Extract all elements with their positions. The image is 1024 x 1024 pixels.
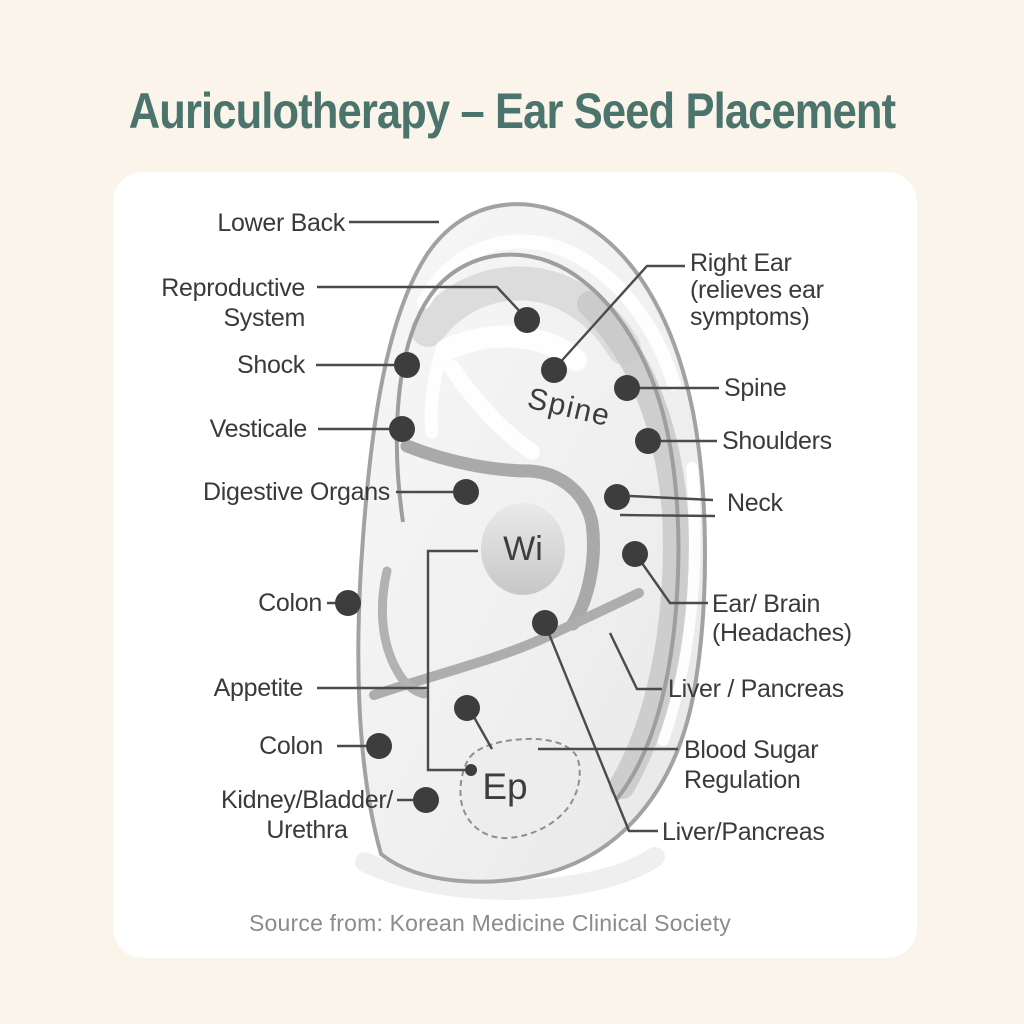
antihelix-curve: [400, 439, 600, 631]
label-appetite: Appetite: [213, 673, 304, 703]
label-line: Digestive Organs: [203, 478, 390, 506]
seed-point-colon-upper: [335, 590, 361, 616]
seed-point-lower-concha: [454, 695, 480, 721]
label-line: Spine: [724, 374, 787, 402]
leader-neck-2: [619, 513, 716, 518]
seed-point-kidney-bladder: [413, 787, 439, 813]
label-line: Blood Sugar: [684, 736, 819, 764]
label-liver-pancreas-upper: Liver / Pancreas: [668, 674, 844, 704]
label-spine: Spine: [724, 373, 787, 403]
label-colon-lower: Colon: [259, 731, 323, 761]
label-line: Urethra: [266, 816, 348, 844]
seed-points: [335, 307, 661, 813]
label-shock: Shock: [237, 350, 305, 380]
seed-point-colon-lower: [366, 733, 392, 759]
seed-point-lobe-edge: [465, 764, 477, 776]
leader-reproductive-system: [317, 285, 526, 318]
wi-zone: [481, 503, 565, 595]
label-line: Liver / Pancreas: [668, 675, 844, 703]
label-line: Neck: [727, 489, 783, 517]
label-lower-back: Lower Back: [217, 208, 345, 238]
label-line: Ear/ Brain: [712, 590, 821, 618]
label-reproductive-system: Reproductive System: [161, 273, 305, 333]
seed-point-shock: [394, 352, 420, 378]
label-digestive-organs: Digestive Organs: [203, 477, 390, 507]
label-line: symptoms): [690, 303, 810, 331]
helix-inner-ridge: [394, 252, 681, 802]
label-line: Colon: [259, 732, 323, 760]
scapha-shading: [577, 291, 689, 799]
leader-wi-ep-bracket: [426, 549, 478, 772]
seed-point-ear-brain: [622, 541, 648, 567]
label-shoulders: Shoulders: [722, 426, 832, 456]
leader-lines: [316, 220, 719, 833]
seed-point-vesticale: [389, 416, 415, 442]
leader-liver-pancreas-upper: [608, 632, 662, 691]
label-line: Colon: [258, 589, 322, 617]
seed-point-liver-pancreas: [532, 610, 558, 636]
label-right-ear: Right Ear (relieves ear symptoms): [690, 250, 824, 331]
inner-label-wi: Wi: [503, 530, 543, 568]
label-liver-pancreas-lower: Liver/Pancreas: [662, 817, 825, 847]
source-note: Source from: Korean Medicine Clinical So…: [249, 910, 731, 936]
label-ear-brain: Ear/ Brain (Headaches): [712, 590, 852, 648]
label-kidney-bladder-urethra: Kidney/Bladder/ Urethra: [221, 785, 393, 845]
seed-point-spine: [614, 375, 640, 401]
leader-ear-brain: [636, 555, 708, 605]
seed-point-shoulders: [635, 428, 661, 454]
leader-liver-pancreas-lower: [543, 623, 658, 833]
label-line: Vesticale: [209, 415, 308, 443]
page-title: Auriculotherapy – Ear Seed Placement: [128, 83, 896, 139]
label-line: Right Ear: [690, 249, 792, 277]
label-line: Regulation: [684, 766, 801, 794]
inner-label-ep: Ep: [482, 766, 528, 807]
label-line: Reproductive: [161, 274, 305, 302]
label-line: System: [223, 304, 305, 332]
ep-zone: [459, 737, 581, 840]
label-line: Kidney/Bladder/: [220, 786, 393, 814]
concha-highlight: [424, 325, 587, 460]
label-line: Appetite: [213, 674, 304, 702]
label-vesticale: Vesticale: [209, 414, 308, 444]
label-line: (relieves ear: [690, 276, 824, 304]
label-line: Shoulders: [722, 427, 832, 455]
lobe-shadow-arc: [355, 847, 665, 900]
label-neck: Neck: [727, 488, 783, 518]
label-blood-sugar-regulation: Blood Sugar Regulation: [684, 735, 819, 795]
seed-point-right-ear: [541, 357, 567, 383]
label-line: Lower Back: [217, 209, 345, 237]
label-line: Shock: [237, 351, 305, 379]
leader-right-ear: [555, 264, 685, 368]
helix-highlight-top: [417, 234, 681, 391]
seed-point-digestive-organs: [453, 479, 479, 505]
seed-point-neck: [604, 484, 630, 510]
label-line: (Headaches): [712, 619, 852, 647]
seed-point-reproductive-system: [514, 307, 540, 333]
label-colon-upper: Colon: [258, 588, 322, 618]
tragus-curve: [377, 566, 429, 699]
leader-neck-1: [629, 494, 714, 502]
label-line: Liver/Pancreas: [662, 818, 825, 846]
